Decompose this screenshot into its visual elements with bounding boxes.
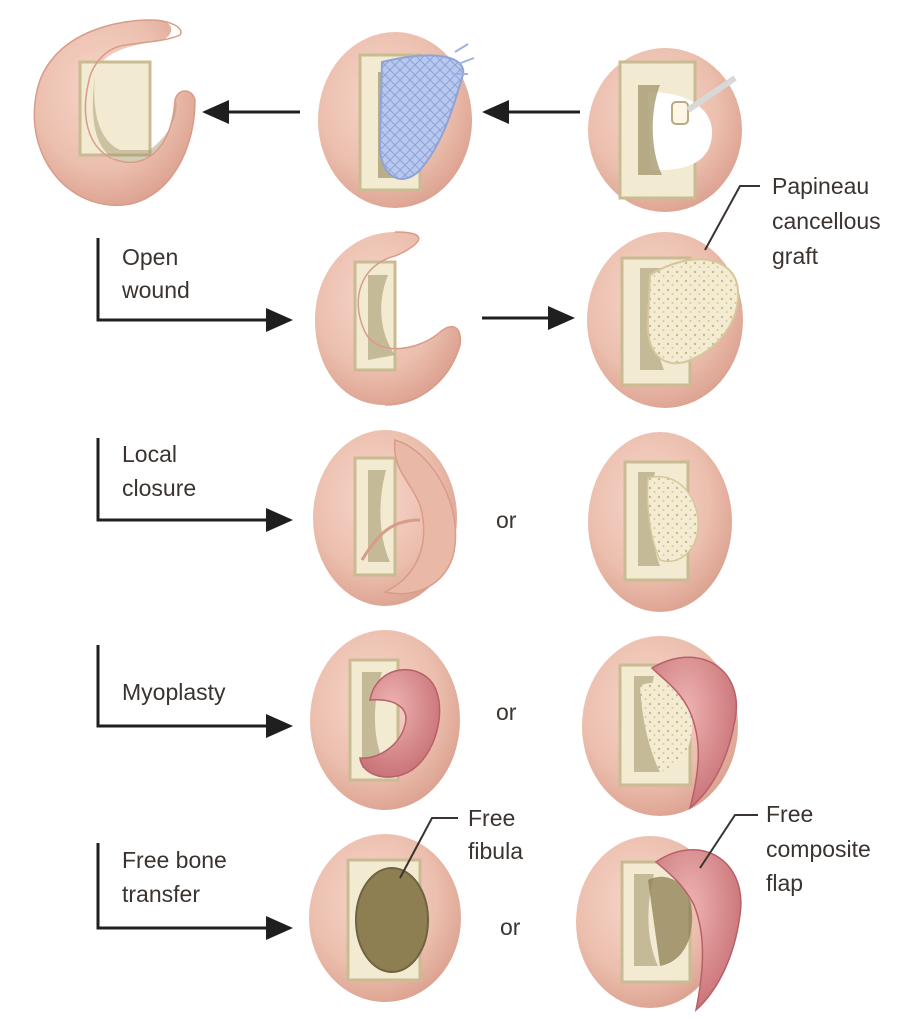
- gauze-packing-diagram: [318, 32, 474, 208]
- label-fibula-line1: Free: [468, 805, 515, 831]
- label-composite-line1: Free: [766, 801, 813, 827]
- myoplasty-graft-diagram: [582, 636, 738, 816]
- label-open-line1: Open: [122, 244, 178, 270]
- or-row5: or: [500, 914, 521, 940]
- label-freebone-line1: Free bone: [122, 847, 227, 873]
- cavity-with-drain-diagram: [588, 48, 742, 212]
- free-fibula-diagram: [309, 834, 461, 1002]
- papineau-graft-diagram: [587, 232, 743, 408]
- label-fibula-line2: fibula: [468, 838, 523, 864]
- label-freebone-line2: transfer: [122, 881, 200, 907]
- label-papineau-line3: graft: [772, 243, 819, 269]
- label-local-line2: closure: [122, 475, 196, 501]
- local-closure-graft-diagram: [588, 432, 732, 612]
- label-papineau-line2: cancellous: [772, 208, 881, 234]
- open-wound-diagram: [315, 232, 460, 405]
- label-local-line1: Local: [122, 441, 177, 467]
- label-composite-line2: composite: [766, 836, 871, 862]
- myoplasty-diagram: [310, 630, 460, 810]
- local-closure-diagram: [313, 430, 457, 606]
- label-myoplasty: Myoplasty: [122, 679, 226, 705]
- open-c-wound-diagram: [34, 20, 195, 205]
- label-open-line2: wound: [121, 277, 190, 303]
- label-papineau-line1: Papineau: [772, 173, 869, 199]
- free-composite-flap-diagram: [576, 836, 741, 1010]
- label-composite-line3: flap: [766, 870, 803, 896]
- or-row3: or: [496, 507, 517, 533]
- or-row4: or: [496, 699, 517, 725]
- papineau-leader-line: [705, 186, 760, 250]
